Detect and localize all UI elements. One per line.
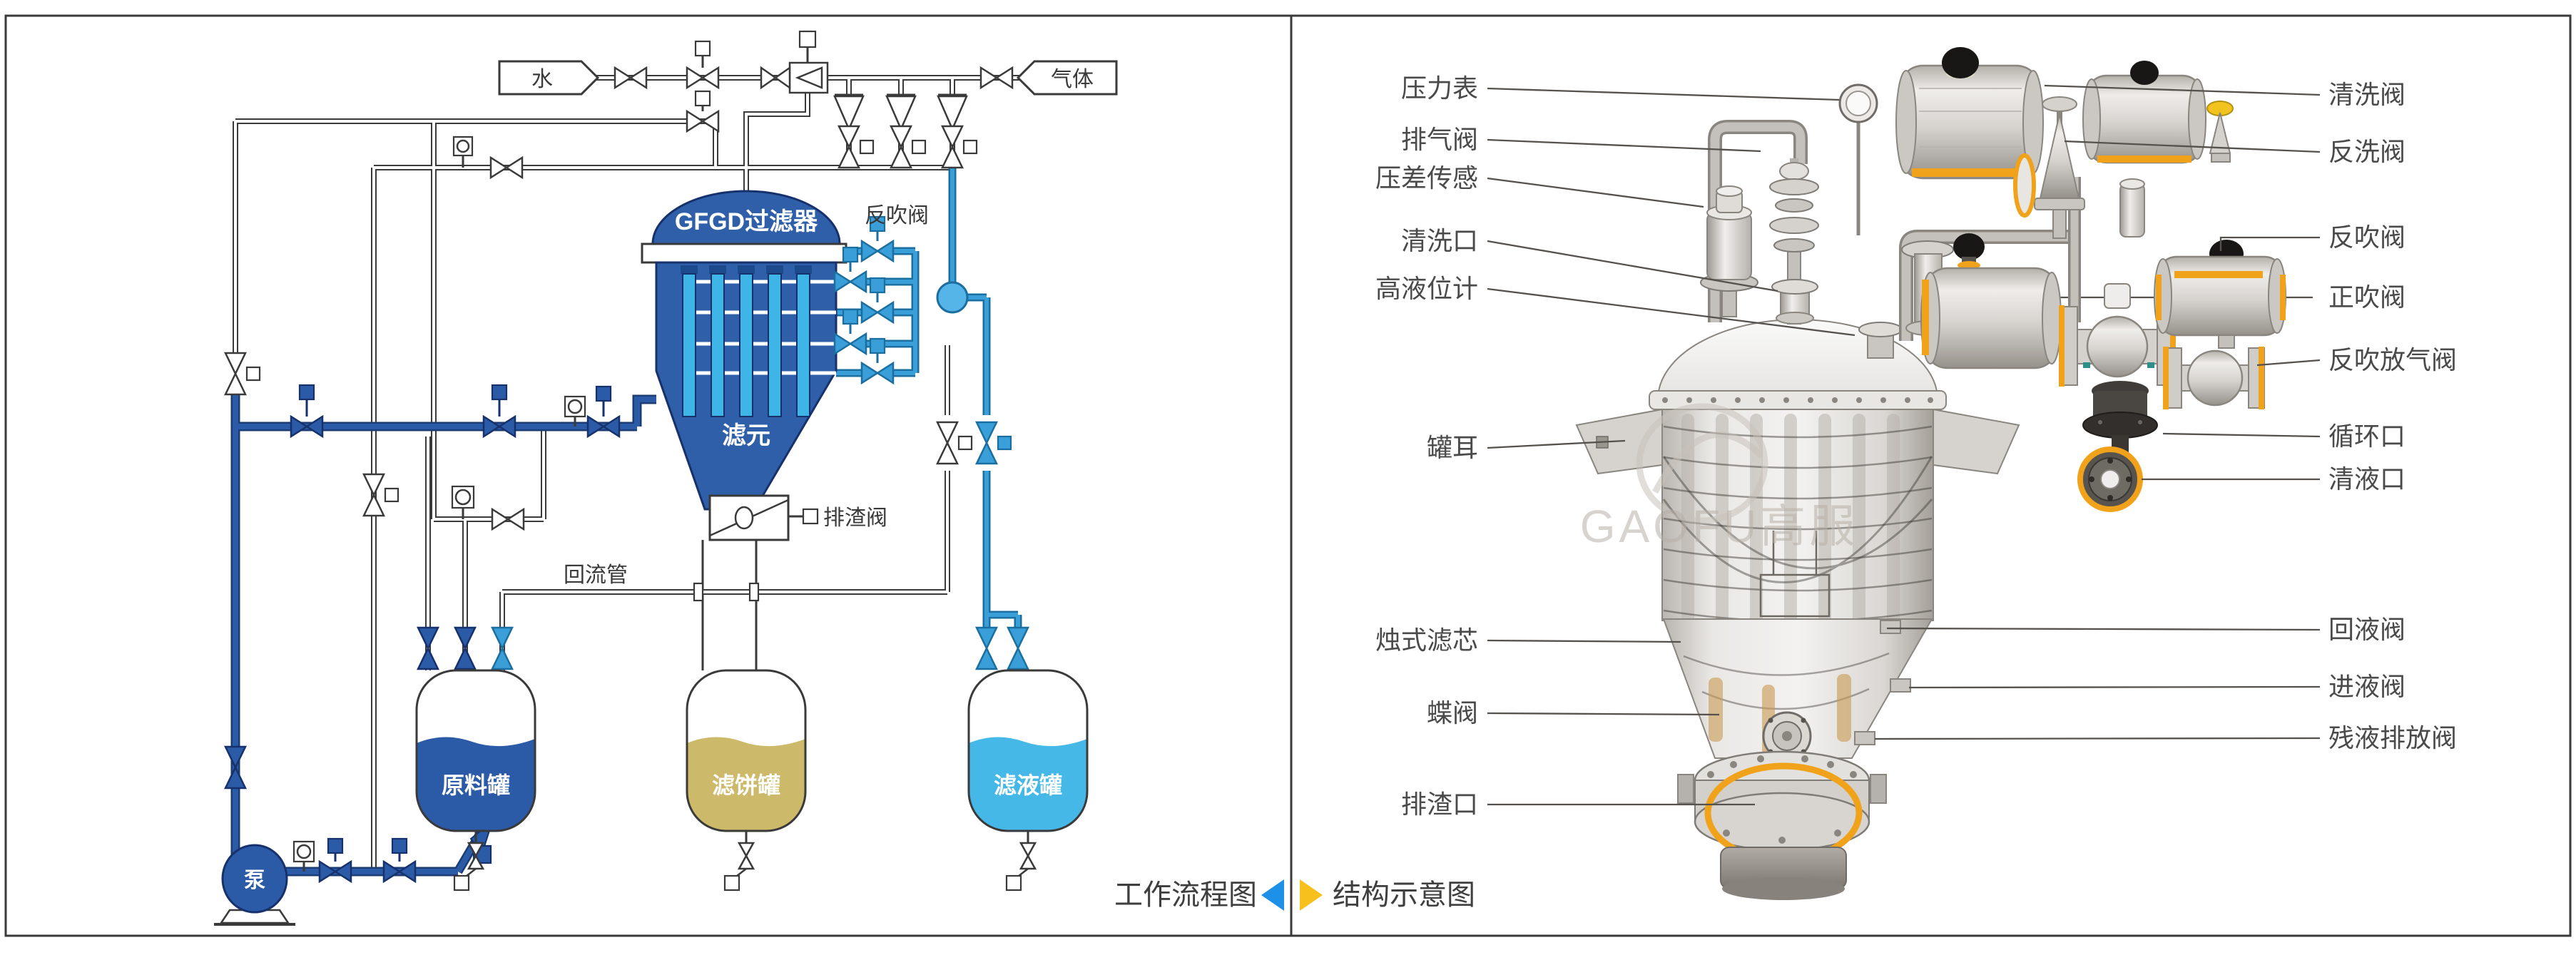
tank-label: 滤饼罐 — [712, 772, 780, 798]
callout-cleaning-port: 清洗口 — [1401, 226, 1478, 255]
candle-tubes — [681, 265, 812, 417]
three-way-valve — [760, 30, 829, 94]
callout-return-liquid-valve: 回液阀 — [2328, 615, 2406, 644]
callout-candle-element: 烛式滤芯 — [1375, 625, 1478, 655]
tanks: 原料罐 滤饼罐 滤液罐 — [415, 669, 1089, 892]
caption-structure[interactable]: 结构示意图 — [1300, 879, 1475, 911]
pump-label: 泵 — [244, 869, 265, 892]
valve-cluster — [1895, 47, 2286, 512]
water-source: 水 — [498, 60, 600, 96]
callout-level-gauge: 高液位计 — [1375, 274, 1478, 303]
filter-title: GFGD过滤器 — [675, 208, 818, 235]
watermark: GAOFU高服 — [1580, 403, 1859, 552]
callout-tank-lug: 罐耳 — [1427, 433, 1478, 462]
callout-circulation-port: 循环口 — [2328, 422, 2406, 451]
tank-label: 原料罐 — [442, 772, 510, 798]
upper-right-actuator[interactable] — [2082, 61, 2206, 164]
flow-diagram: GFGD过滤器 滤元 水 气体 — [214, 30, 1118, 926]
forward-blow-actuator[interactable] — [1920, 233, 2062, 369]
cleaning-valve-actuator[interactable] — [1895, 47, 2044, 180]
inlet-liquid-nozzle — [1890, 678, 1911, 693]
gas-source: 气体 — [1016, 60, 1118, 96]
right-arrow-icon — [1300, 879, 1323, 911]
callout-backwash-valve: 反洗阀 — [2328, 137, 2406, 166]
return-pipe-label: 回流管 — [564, 563, 628, 587]
vessel-cone — [1662, 618, 1933, 759]
caption-flow[interactable]: 工作流程图 — [1114, 879, 1284, 911]
slag-valve-label: 排渣阀 — [823, 506, 887, 530]
slag-outlet-flange — [1677, 750, 1887, 900]
valves-cyan[interactable] — [491, 215, 1029, 670]
candle-elements — [1681, 414, 1900, 640]
clear-liquid-port — [2077, 446, 2143, 512]
tank-filter-cake: 滤饼罐 — [686, 669, 807, 832]
callout-dp-sensor: 压差传感 — [1375, 163, 1478, 193]
filter-dome — [651, 190, 841, 245]
left-arrow-icon — [1261, 879, 1284, 911]
structure-labels-left: 压力表 排气阀 压差传感 清洗口 高液位计 罐耳 烛式滤芯 蝶阀 排渣口 — [1375, 73, 1478, 819]
water-label: 水 — [531, 68, 553, 91]
filter-element-label: 滤元 — [722, 422, 770, 449]
callout-lines — [1487, 84, 2321, 806]
tank-raw-material: 原料罐 — [415, 669, 536, 832]
callout-exhaust-valve: 排气阀 — [1401, 125, 1478, 154]
callout-cleaning-valve: 清洗阀 — [2328, 80, 2406, 109]
ball-valve-right[interactable] — [2163, 334, 2265, 409]
structure-diagram: GAOFU高服 — [1375, 47, 2457, 900]
return-liquid-nozzle — [1880, 620, 1901, 634]
callout-butterfly-valve: 蝶阀 — [1427, 698, 1478, 727]
callout-backblow-vent-valve: 反吹放气阀 — [2328, 345, 2457, 374]
callout-pressure-gauge: 压力表 — [1401, 73, 1478, 103]
level-gauge-nozzle — [1858, 322, 1903, 359]
valves-blue[interactable] — [224, 384, 621, 883]
valves-white[interactable] — [224, 30, 1014, 531]
pressure-gauge — [1838, 83, 1878, 123]
tank-filtrate: 滤液罐 — [967, 669, 1089, 832]
slag-discharge-pipe — [701, 540, 758, 670]
actuator-knob — [1942, 47, 1979, 78]
gas-regulators — [833, 93, 968, 132]
tank-label: 滤液罐 — [994, 772, 1062, 798]
tank-drains — [453, 831, 1037, 892]
backwash-valve[interactable] — [2034, 96, 2085, 239]
callout-backblow-valve: 反吹阀 — [2328, 223, 2406, 252]
callout-inlet-liquid-valve: 进液阀 — [2328, 672, 2406, 701]
caption-flow-text: 工作流程图 — [1114, 879, 1257, 911]
cleaning-port-nozzle — [1771, 279, 1818, 325]
pipes-cyan — [836, 158, 1022, 628]
backblow-valves-label: 反吹阀 — [865, 204, 929, 228]
vessel-top-fittings — [1700, 83, 2069, 359]
slag-valve[interactable] — [708, 494, 819, 541]
callout-residual-drain-valve: 残液排放阀 — [2328, 723, 2457, 752]
pump: 泵 — [214, 844, 295, 926]
caption-structure-text: 结构示意图 — [1333, 879, 1475, 911]
vessel-3d: GAOFU高服 — [1575, 319, 2020, 900]
residual-drain-nozzle — [1854, 731, 1875, 745]
callout-forward-blow-valve: 正吹阀 — [2328, 282, 2406, 312]
watermark-text: GAOFU高服 — [1580, 501, 1859, 552]
callout-clear-liquid-port: 清液口 — [2328, 464, 2406, 494]
pressure-regulator — [2206, 101, 2234, 163]
ball-valve-left[interactable] — [2059, 283, 2176, 387]
callout-slag-port: 排渣口 — [1401, 790, 1478, 819]
backblow-actuator[interactable] — [2154, 240, 2286, 337]
backblow-manifold — [936, 281, 969, 314]
filter-flange — [641, 242, 847, 264]
gas-label: 气体 — [1051, 68, 1094, 91]
structure-labels-right: 清洗阀 反洗阀 反吹阀 正吹阀 反吹放气阀 循环口 清液口 回液阀 进液阀 残液… — [2328, 80, 2457, 752]
